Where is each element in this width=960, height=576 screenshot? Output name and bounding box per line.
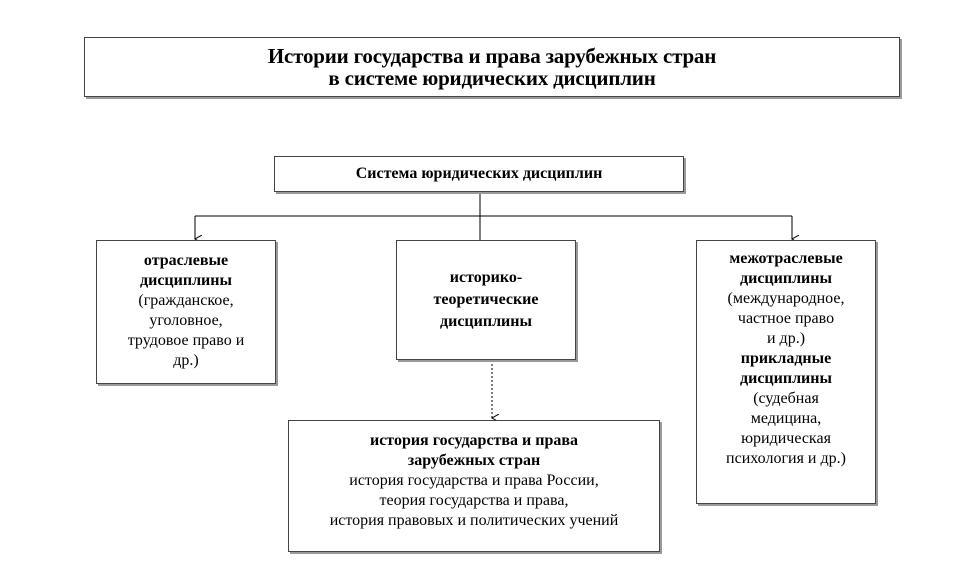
interbranch-disciplines-node: межотраслевые дисциплины (международное,… xyxy=(696,240,876,504)
branch-disciplines-node: отраслевые дисциплины (гражданское, угол… xyxy=(96,240,276,384)
branch-detail-1: (гражданское, xyxy=(138,292,234,309)
foreign-law-history-node: история государства и права зарубежных с… xyxy=(288,420,660,552)
branch-heading-1: отраслевые xyxy=(143,252,229,269)
target-heading-2: зарубежных стран xyxy=(407,452,541,469)
applied-heading-1: прикладные xyxy=(740,350,832,367)
interbranch-detail-3: и др.) xyxy=(766,330,806,347)
branch-detail-3: трудовое право и xyxy=(127,332,245,349)
target-item-2: теория государства и права, xyxy=(379,492,569,509)
system-node: Система юридических дисциплин xyxy=(274,156,684,192)
applied-detail-1: (судебная xyxy=(753,390,819,407)
applied-heading-2: дисциплины xyxy=(740,370,832,387)
branch-detail-4: др.) xyxy=(173,352,199,369)
historical-theoretical-node: историко- теоретические дисциплины xyxy=(396,240,576,360)
applied-detail-4: психология и др.) xyxy=(726,450,846,467)
title-line-1: Истории государства и права зарубежных с… xyxy=(267,44,717,68)
branch-detail-2: уголовное, xyxy=(149,312,223,329)
historical-line-1: историко- xyxy=(449,269,523,286)
system-label: Система юридических дисциплин xyxy=(355,165,603,182)
target-item-1: история государства и права России, xyxy=(349,472,599,489)
interbranch-heading-2: дисциплины xyxy=(740,270,832,287)
target-heading-1: история государства и права xyxy=(369,432,579,449)
diagram-title: Истории государства и права зарубежных с… xyxy=(84,37,900,97)
branch-heading-2: дисциплины xyxy=(140,272,232,289)
applied-detail-2: медицина, xyxy=(750,410,822,427)
target-item-3: история правовых и политических учений xyxy=(329,512,619,529)
interbranch-heading-1: межотраслевые xyxy=(729,250,843,267)
historical-line-3: дисциплины xyxy=(440,313,532,330)
interbranch-detail-1: (международное, xyxy=(727,290,845,307)
title-line-2: в системе юридических дисциплин xyxy=(328,66,656,90)
interbranch-detail-2: частное право xyxy=(737,310,835,327)
applied-detail-3: юридическая xyxy=(741,430,831,447)
historical-line-2: теоретические xyxy=(433,291,539,308)
